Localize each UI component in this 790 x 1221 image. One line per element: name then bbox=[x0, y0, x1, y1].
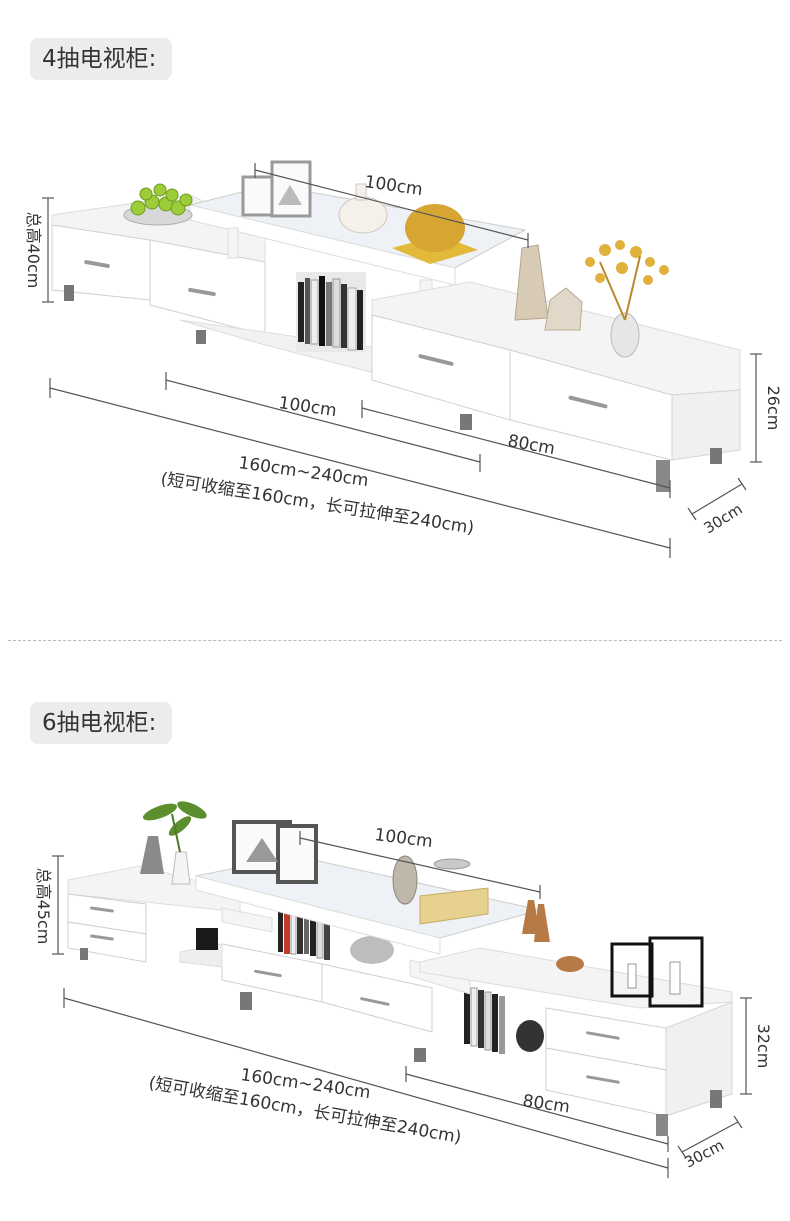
drawer-front bbox=[67, 921, 147, 963]
lanterns bbox=[610, 936, 704, 1008]
tv-cabinet-4-drawer-illustration: 100cm 总高40cm 26cm 100cm 80cm 160cm~240cm… bbox=[24, 160, 783, 558]
white-vase bbox=[171, 851, 191, 885]
cabinet-leg bbox=[656, 1114, 668, 1136]
dim-top-shelf: 100cm bbox=[373, 825, 433, 852]
cabinet-leg bbox=[64, 285, 74, 301]
books bbox=[278, 907, 505, 1054]
drawer-handle bbox=[586, 1031, 620, 1040]
picture-frames bbox=[241, 160, 312, 218]
dim-top-shelf: 100cm bbox=[363, 172, 424, 200]
cabinet-leg bbox=[240, 992, 252, 1010]
drawer-handle bbox=[90, 934, 114, 941]
vase-bronze bbox=[392, 855, 418, 905]
perfume-bottle bbox=[196, 928, 218, 950]
dim-80cm: 80cm bbox=[521, 1091, 571, 1117]
metal-bowl bbox=[433, 858, 471, 870]
cabinet-leg bbox=[710, 1090, 722, 1108]
fruit bbox=[130, 183, 193, 216]
section-title: 4抽电视柜: bbox=[30, 38, 173, 80]
drawer-handle bbox=[254, 969, 282, 978]
cabinet-leg bbox=[414, 1048, 426, 1062]
drawer-front bbox=[321, 963, 433, 1033]
grey-vase bbox=[140, 836, 164, 874]
section-divider bbox=[8, 640, 782, 641]
elephant-figure bbox=[350, 936, 394, 964]
cabinet-leg bbox=[710, 448, 722, 464]
cabinet-leg bbox=[656, 460, 670, 492]
picture-frames bbox=[232, 820, 318, 884]
section-title: 6抽电视柜: bbox=[30, 702, 173, 744]
dim-total-height: 总高40cm bbox=[24, 212, 43, 289]
vase-geometric bbox=[544, 287, 583, 331]
drawer-handle bbox=[586, 1075, 620, 1084]
cabinet-leg bbox=[460, 414, 472, 430]
dim-shelf-height: 26cm bbox=[764, 386, 783, 431]
vase-beige bbox=[514, 244, 549, 321]
dim-depth: 30cm bbox=[681, 1136, 726, 1172]
dim-depth: 30cm bbox=[701, 500, 746, 537]
gold-box bbox=[419, 887, 489, 925]
dim-shelf-height: 32cm bbox=[754, 1024, 773, 1069]
cabinet-leg bbox=[196, 330, 206, 344]
glass-vase bbox=[610, 312, 640, 358]
drawer-handle bbox=[568, 395, 608, 409]
dim-100cm: 100cm bbox=[277, 393, 338, 421]
section-6-drawer: 6抽电视柜: bbox=[0, 642, 790, 1221]
drawer-handle bbox=[90, 906, 114, 913]
cabinet-leg bbox=[80, 948, 88, 960]
dimension-lines bbox=[52, 831, 752, 1178]
dim-total-height: 总高45cm bbox=[34, 868, 53, 945]
tv-cabinet-6-drawer-illustration: 100cm 总高45cm 32cm 80cm 160cm~240cm (短可收缩… bbox=[34, 801, 773, 1178]
drawer-handle bbox=[188, 287, 216, 297]
dried-flowers bbox=[585, 240, 669, 321]
drawer-handle bbox=[418, 354, 454, 366]
dimension-lines bbox=[42, 163, 762, 558]
green-plant bbox=[142, 801, 207, 853]
drawer-handle bbox=[360, 997, 390, 1006]
dim-80cm: 80cm bbox=[506, 431, 556, 459]
section-4-drawer: 4抽电视柜: bbox=[24, 38, 783, 558]
gold-sculpture bbox=[405, 204, 465, 252]
books bbox=[298, 276, 363, 351]
dark-vase bbox=[516, 1020, 544, 1052]
gold-cups bbox=[522, 900, 584, 972]
drawer-handle bbox=[84, 260, 110, 268]
